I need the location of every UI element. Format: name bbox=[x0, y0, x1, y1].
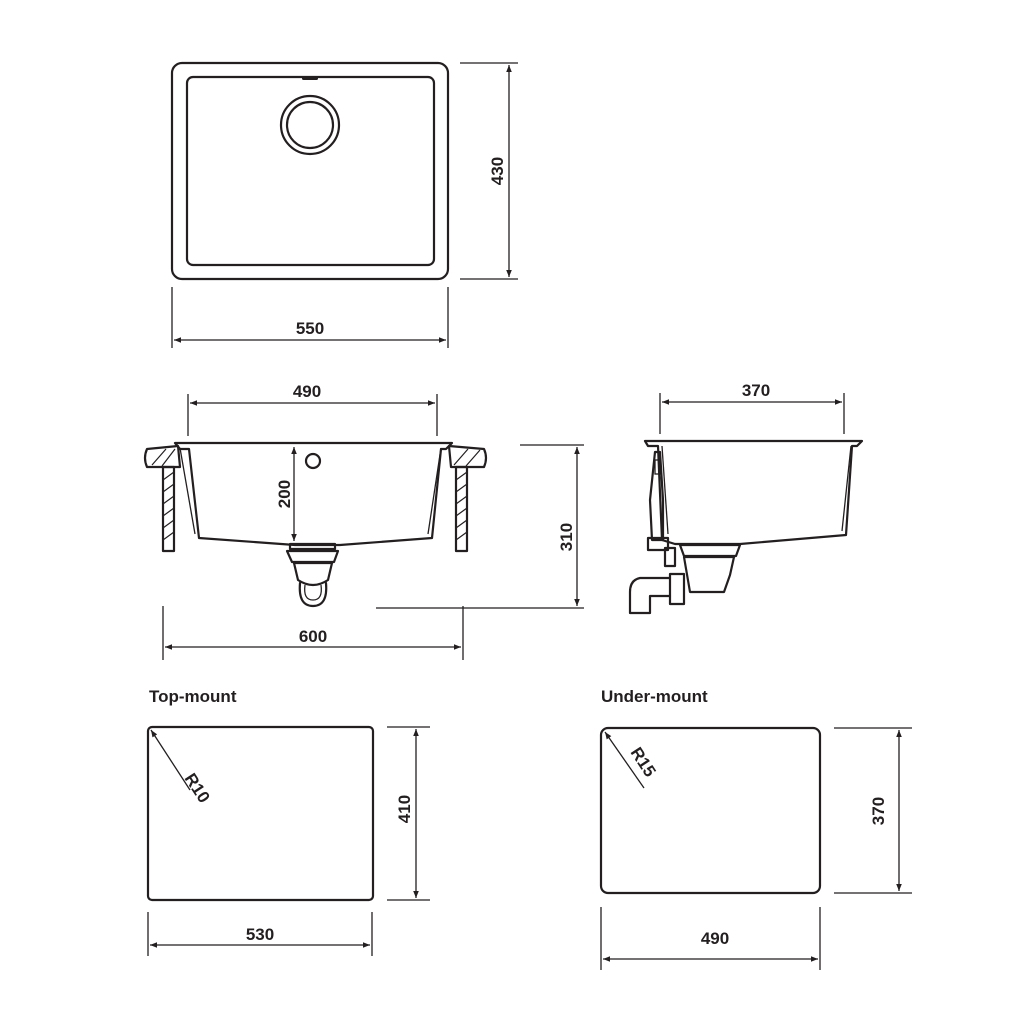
side-drain-assembly bbox=[628, 450, 742, 615]
sink-outer-rim bbox=[170, 61, 450, 281]
top-view-depth-label: 430 bbox=[488, 157, 507, 185]
top-mount-cutout: Top-mount R10 410 530 bbox=[146, 687, 430, 956]
overflow-hole-icon bbox=[304, 452, 322, 470]
front-bowl-depth-label: 200 bbox=[275, 480, 294, 508]
under-mount-title: Under-mount bbox=[601, 687, 708, 706]
front-bowl-width-label: 490 bbox=[293, 382, 321, 401]
top-mount-radius-label: R10 bbox=[181, 770, 214, 807]
drain-trap bbox=[285, 542, 340, 608]
under-mount-width-label: 490 bbox=[701, 929, 729, 948]
top-mount-height-label: 410 bbox=[395, 795, 414, 823]
side-bowl-depth-label: 370 bbox=[742, 381, 770, 400]
drain-outer-ring-icon bbox=[279, 94, 341, 156]
sink-bowl-outline bbox=[185, 75, 436, 267]
side-section-view: 370 bbox=[628, 381, 864, 615]
front-overall-height-label: 310 bbox=[557, 523, 576, 551]
under-mount-cutout: Under-mount R15 370 490 bbox=[599, 687, 912, 970]
top-mount-outline bbox=[146, 725, 375, 902]
top-view: 430 550 bbox=[170, 61, 518, 348]
front-section-view: 490 bbox=[143, 382, 584, 660]
side-sink-body bbox=[643, 439, 864, 546]
front-overall-width-label: 600 bbox=[299, 627, 327, 646]
under-mount-height-label: 370 bbox=[869, 797, 888, 825]
under-mount-outline bbox=[599, 726, 822, 895]
drain-inner-ring-icon bbox=[285, 100, 335, 150]
top-view-width-label: 550 bbox=[296, 319, 324, 338]
countertop-left bbox=[143, 444, 182, 553]
countertop-right bbox=[447, 444, 488, 553]
top-mount-width-label: 530 bbox=[246, 925, 274, 944]
top-mount-title: Top-mount bbox=[149, 687, 237, 706]
under-mount-radius-label: R15 bbox=[627, 744, 660, 781]
overflow-slot-icon bbox=[302, 76, 318, 80]
front-sink-body bbox=[173, 441, 454, 547]
